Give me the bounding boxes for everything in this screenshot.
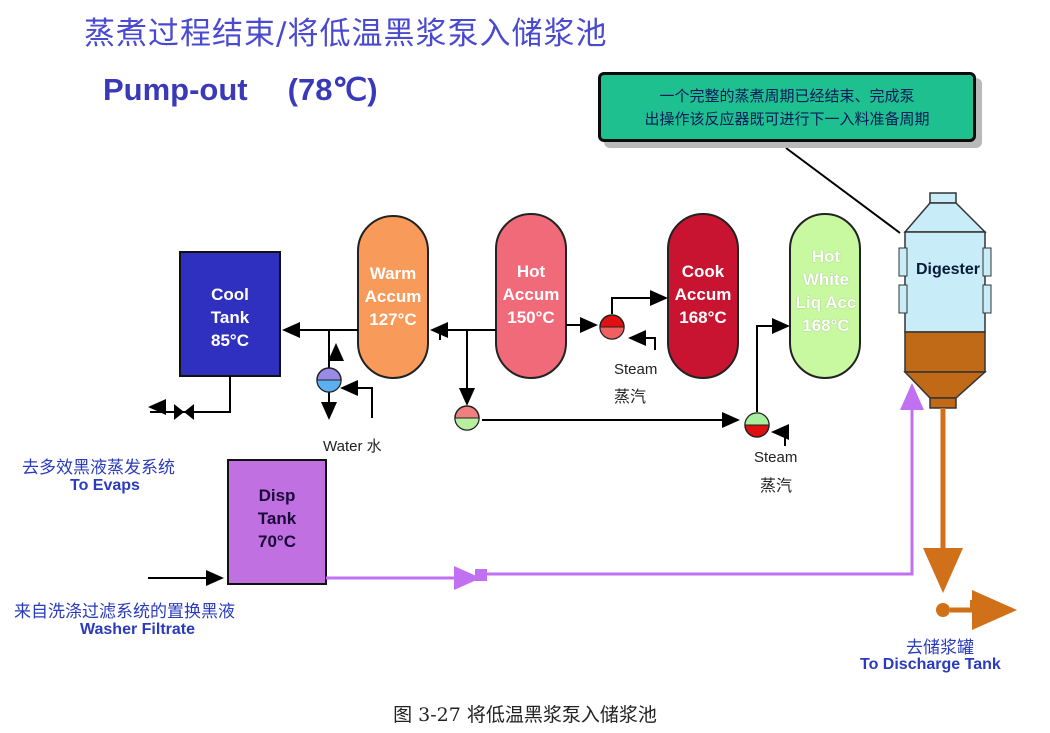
cook-accum-temp: 168°C bbox=[679, 308, 727, 327]
subtitle: Pump-out (78℃) bbox=[103, 72, 378, 108]
callout-note: 一个完整的蒸煮周期已经结束、完成泵 出操作该反应器既可进行下一入料准备周期 bbox=[598, 72, 976, 142]
hot-white-name: Hot bbox=[811, 247, 841, 266]
filtrate-cn-label: 来自洗涤过滤系统的置换黑液 bbox=[14, 602, 235, 622]
hot-white-liq-acc bbox=[789, 213, 861, 379]
hot-white-name3: Liq Acc bbox=[795, 293, 857, 312]
purple-pump bbox=[475, 569, 487, 581]
hot-white-label: Hot White Liq Acc 168°C bbox=[784, 245, 868, 337]
cook-accum-name2: Accum bbox=[674, 285, 732, 304]
warm-accum-name: Warm bbox=[369, 264, 417, 283]
hot-accum bbox=[495, 213, 567, 379]
digester bbox=[898, 192, 992, 409]
hot-white-temp: 168°C bbox=[802, 316, 850, 335]
discharge-en-label: To Discharge Tank bbox=[860, 656, 1001, 673]
figure-caption: 图 3-27 将低温黑浆泵入储浆池 bbox=[393, 704, 657, 726]
pump-lower bbox=[454, 405, 480, 431]
note-line-2: 出操作该反应器既可进行下一入料准备周期 bbox=[644, 110, 930, 128]
piping bbox=[148, 290, 790, 446]
hot-accum-name: Hot bbox=[516, 262, 546, 281]
evaps-cn-label: 去多效黑液蒸发系统 bbox=[22, 458, 175, 478]
hot-accum-name2: Accum bbox=[502, 285, 560, 304]
cook-accum-name: Cook bbox=[681, 262, 725, 281]
disp-tank-name2: Tank bbox=[257, 509, 297, 528]
cool-tank-name2: Tank bbox=[210, 308, 250, 327]
steam1-cn-label: 蒸汽 bbox=[614, 387, 647, 406]
steam2-label: Steam bbox=[754, 449, 798, 466]
disp-tank-temp: 70°C bbox=[258, 532, 296, 551]
heater-steam-2 bbox=[744, 412, 770, 438]
discharge-pump bbox=[936, 603, 950, 617]
cool-tank-name: Cool bbox=[211, 285, 249, 304]
filtrate-en-label: Washer Filtrate bbox=[80, 621, 195, 638]
subtitle-label: Pump-out bbox=[103, 72, 248, 107]
page-title: 蒸煮过程结束/将低温黑浆泵入储浆池 bbox=[84, 16, 608, 52]
steam1-label: Steam bbox=[614, 361, 658, 378]
evaps-en-label: To Evaps bbox=[70, 477, 140, 494]
warm-accum-name2: Accum bbox=[364, 287, 422, 306]
cook-accum bbox=[667, 213, 739, 379]
callout-pointer bbox=[785, 147, 901, 234]
heater-steam-1 bbox=[599, 314, 625, 340]
outlet-valve bbox=[174, 404, 194, 420]
warm-accum bbox=[357, 215, 429, 379]
disp-tank-name: Disp bbox=[258, 486, 296, 505]
hot-white-name2: White bbox=[802, 270, 850, 289]
subtitle-temp: (78℃) bbox=[287, 72, 378, 107]
disp-tank bbox=[227, 459, 327, 585]
discharge-line bbox=[923, 408, 1017, 630]
steam2-cn-label: 蒸汽 bbox=[760, 476, 793, 495]
purple-line bbox=[326, 383, 924, 590]
hot-accum-label: Hot Accum 150°C bbox=[490, 260, 572, 329]
warm-accum-temp: 127°C bbox=[369, 310, 417, 329]
water-label: Water 水 bbox=[323, 438, 382, 455]
pump-water bbox=[316, 367, 342, 393]
disp-tank-label: Disp Tank 70°C bbox=[228, 484, 326, 553]
hot-accum-temp: 150°C bbox=[507, 308, 555, 327]
cool-tank-temp: 85°C bbox=[211, 331, 249, 350]
warm-accum-label: Warm Accum 127°C bbox=[352, 262, 434, 331]
discharge-cn-label: 去储浆罐 bbox=[906, 638, 974, 658]
cool-tank-label: Cool Tank 85°C bbox=[180, 283, 280, 352]
note-line-1: 一个完整的蒸煮周期已经结束、完成泵 bbox=[659, 87, 915, 105]
digester-label: Digester bbox=[915, 261, 981, 278]
cook-accum-label: Cook Accum 168°C bbox=[662, 260, 744, 329]
